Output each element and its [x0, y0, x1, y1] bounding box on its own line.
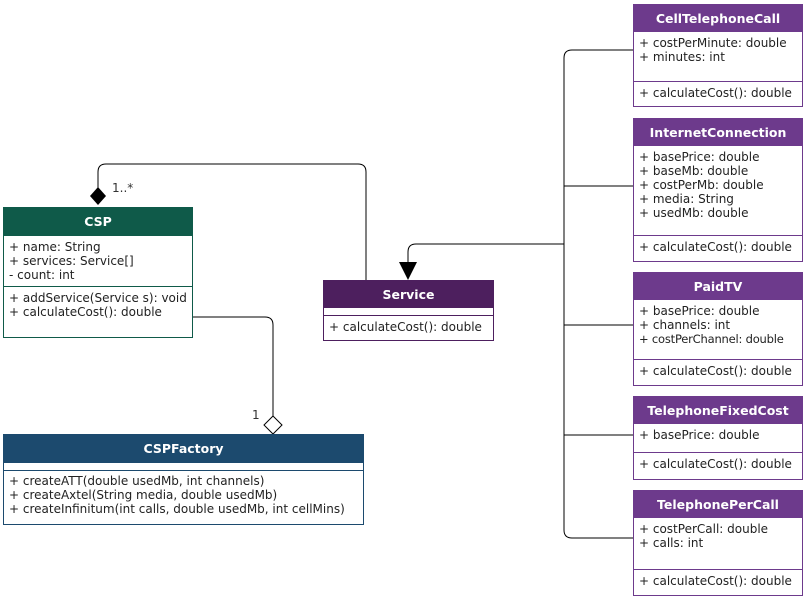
class-paidtv[interactable]: PaidTV + basePrice: double + channels: i…: [633, 272, 803, 386]
class-telephonefixedcost-title: TelephoneFixedCost: [634, 397, 802, 423]
class-telephonefixedcost-methods: + calculateCost(): double: [634, 452, 802, 475]
attribute: + minutes: int: [639, 50, 725, 64]
filled-diamond-icon: [90, 187, 106, 205]
class-celltelephonecall-attributes: + costPerMinute: double + minutes: int: [634, 31, 802, 81]
attribute: + costPerMinute: double: [639, 36, 787, 50]
method: + createAxtel(String media, double usedM…: [9, 488, 278, 502]
class-telephonepercall-attributes: + costPerCall: double + calls: int: [634, 517, 802, 569]
hollow-diamond-icon: [263, 415, 283, 435]
class-paidtv-methods: + calculateCost(): double: [634, 359, 802, 382]
attribute: + basePrice: double: [639, 428, 760, 442]
class-cspfactory-empty-attributes: [4, 462, 363, 470]
class-celltelephonecall-title: CellTelephoneCall: [634, 5, 802, 31]
class-paidtv-attributes: + basePrice: double + channels: int + co…: [634, 299, 802, 359]
class-telephonepercall[interactable]: TelephonePerCall + costPerCall: double +…: [633, 490, 803, 596]
class-csp-methods: + addService(Service s): void + calculat…: [4, 286, 192, 323]
class-telephonepercall-methods: + calculateCost(): double: [634, 569, 802, 592]
method: + calculateCost(): double: [639, 240, 792, 254]
class-csp-attributes: + name: String + services: Service[] - c…: [4, 235, 192, 286]
class-telephonefixedcost[interactable]: TelephoneFixedCost + basePrice: double +…: [633, 396, 803, 480]
inheritance-arrowhead-icon: [399, 262, 417, 280]
attribute: + channels: int: [639, 318, 731, 332]
csp-service-aggregation-line: [97, 163, 367, 280]
attribute: + costPerChannel: double: [639, 332, 784, 346]
class-internetconnection[interactable]: InternetConnection + basePrice: double +…: [633, 118, 803, 262]
class-service-title: Service: [324, 281, 493, 307]
class-cspfactory-title: CSPFactory: [4, 435, 363, 462]
method: + calculateCost(): double: [639, 457, 792, 471]
class-service-empty-attributes: [324, 307, 493, 315]
class-celltelephonecall[interactable]: CellTelephoneCall + costPerMinute: doubl…: [633, 4, 803, 107]
attribute: + costPerMb: double: [639, 178, 764, 192]
class-paidtv-title: PaidTV: [634, 273, 802, 299]
class-cspfactory-methods: + createATT(double usedMb, int channels)…: [4, 470, 363, 520]
attribute: + costPerCall: double: [639, 522, 769, 536]
class-cspfactory[interactable]: CSPFactory + createATT(double usedMb, in…: [3, 434, 364, 525]
method: + calculateCost(): double: [329, 320, 482, 334]
attribute: - count: int: [9, 268, 75, 282]
class-celltelephonecall-methods: + calculateCost(): double: [634, 81, 802, 104]
method: + calculateCost(): double: [639, 574, 792, 588]
inheritance-to-service-line: [407, 243, 564, 262]
method: + calculateCost(): double: [639, 364, 792, 378]
class-service-methods: + calculateCost(): double: [324, 315, 493, 338]
attribute: + media: String: [639, 192, 734, 206]
class-internetconnection-methods: + calculateCost(): double: [634, 235, 802, 258]
class-telephonefixedcost-attributes: + basePrice: double: [634, 423, 802, 452]
multiplicity-csp-factory: 1: [252, 408, 260, 422]
attribute: + basePrice: double: [639, 304, 760, 318]
class-internetconnection-attributes: + basePrice: double + baseMb: double + c…: [634, 145, 802, 235]
attribute: + baseMb: double: [639, 164, 749, 178]
csp-factory-aggregation-line: [193, 316, 274, 418]
inheritance-trunk-line: [563, 49, 633, 539]
attribute: + usedMb: double: [639, 206, 749, 220]
method: + addService(Service s): void: [9, 291, 187, 305]
class-service[interactable]: Service + calculateCost(): double: [323, 280, 494, 341]
method: + createATT(double usedMb, int channels): [9, 474, 265, 488]
class-csp-title: CSP: [4, 208, 192, 235]
attribute: + name: String: [9, 240, 101, 254]
method: + calculateCost(): double: [639, 86, 792, 100]
attribute: + basePrice: double: [639, 150, 760, 164]
class-csp[interactable]: CSP + name: String + services: Service[]…: [3, 207, 193, 338]
method: + createInfinitum(int calls, double used…: [9, 502, 345, 516]
method: + calculateCost(): double: [9, 305, 162, 319]
class-telephonepercall-title: TelephonePerCall: [634, 491, 802, 517]
attribute: + services: Service[]: [9, 254, 134, 268]
attribute: + calls: int: [639, 536, 704, 550]
multiplicity-csp-services: 1..*: [112, 181, 134, 195]
class-internetconnection-title: InternetConnection: [634, 119, 802, 145]
